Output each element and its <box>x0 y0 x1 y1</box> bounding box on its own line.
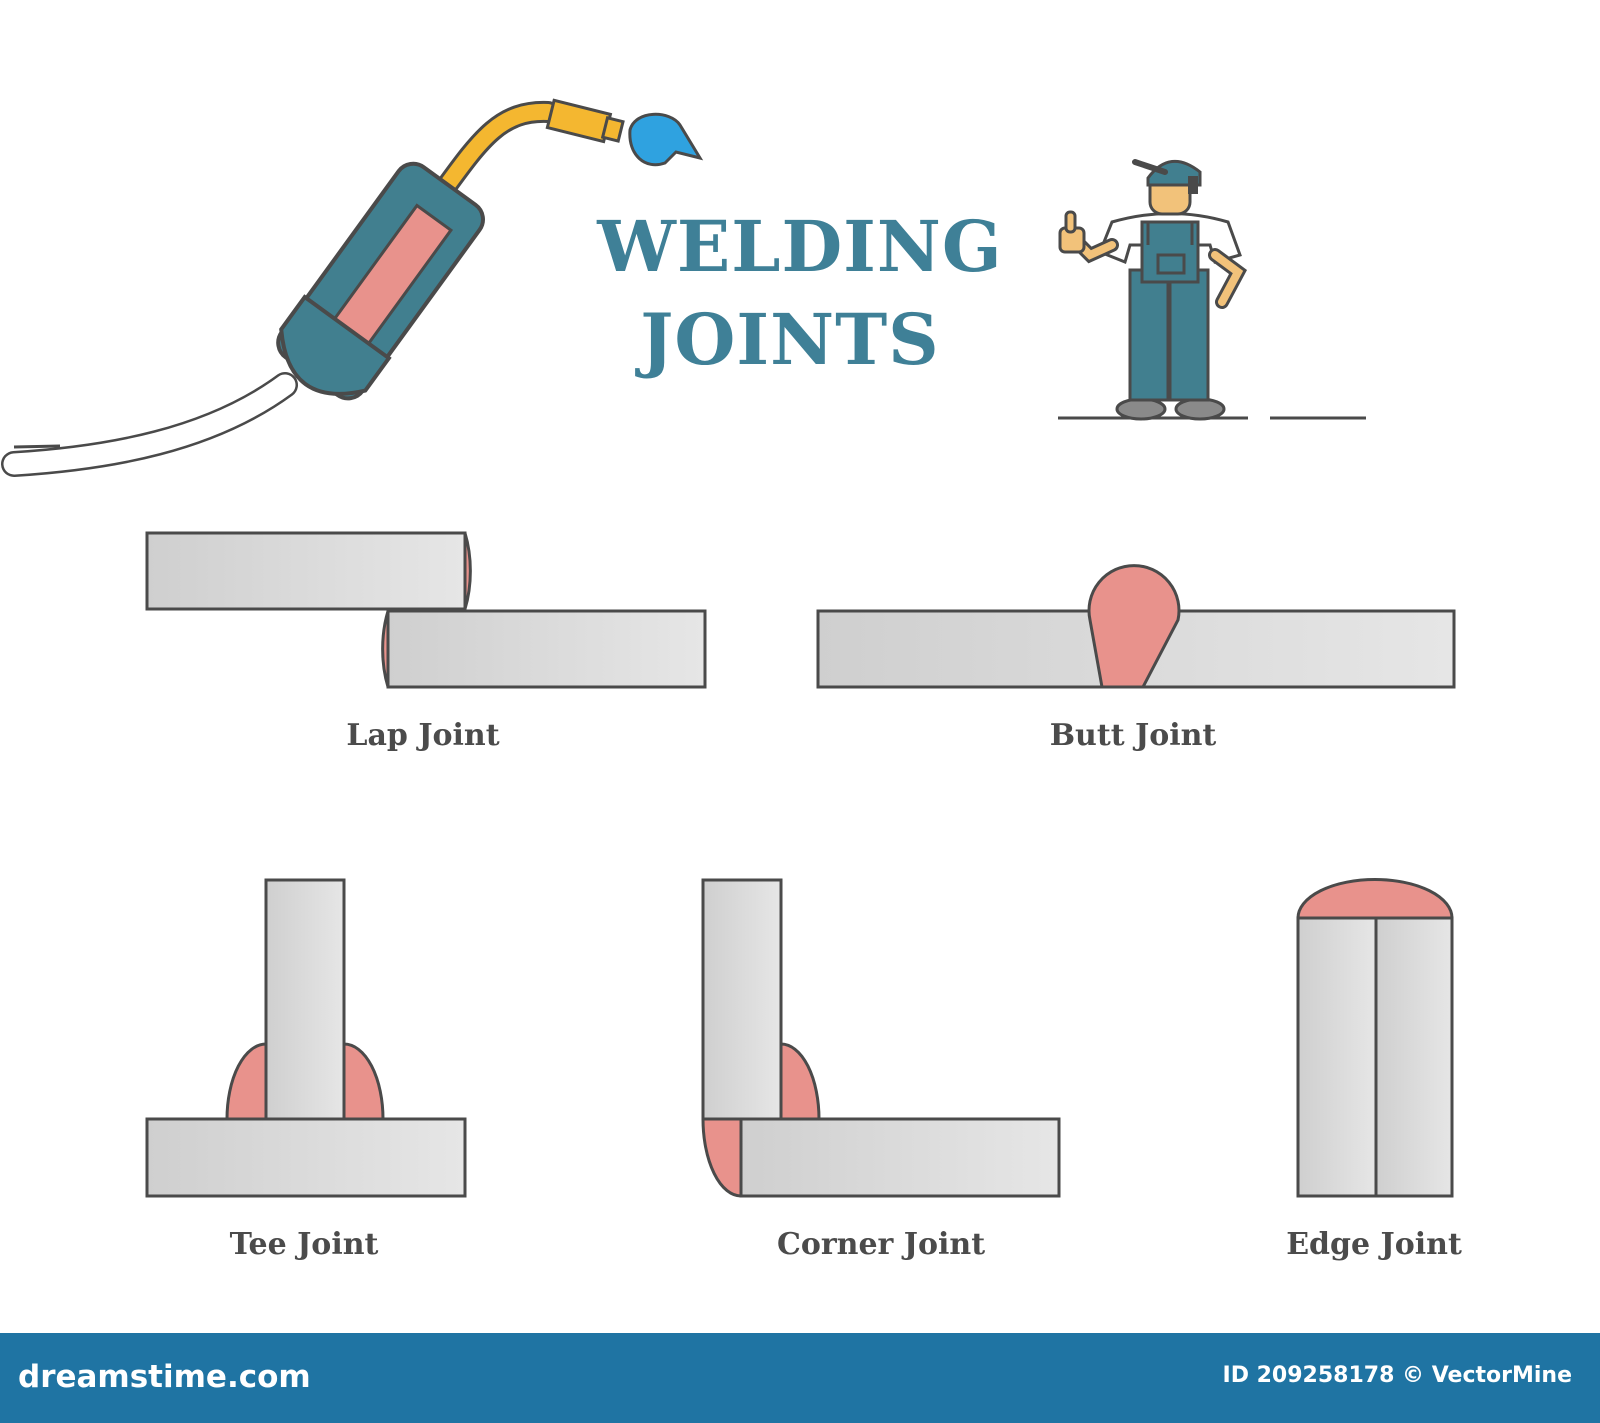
corner-joint-label: Corner Joint <box>776 1227 986 1262</box>
title-line-1: WELDING <box>597 205 1003 288</box>
tee-joint-label: Tee Joint <box>229 1227 379 1262</box>
butt-joint-label: Butt Joint <box>1049 718 1217 753</box>
lap-joint-label: Lap Joint <box>346 718 500 753</box>
edge-joint-label: Edge Joint <box>1286 1227 1462 1262</box>
corner-joint-diagram <box>701 878 1061 1198</box>
edge-joint-diagram <box>1296 878 1454 1198</box>
welding-torch-icon <box>1 98 704 477</box>
footer-brand[interactable]: dreamstime.com <box>18 1359 311 1395</box>
footer-bar: dreamstime.com ID 209258178 © VectorMine <box>0 1333 1600 1423</box>
butt-joint-diagram <box>816 564 1456 689</box>
welder-worker-icon <box>1058 159 1366 421</box>
welding-joints-diagram <box>1 98 1456 1198</box>
footer-stock-id: ID 209258178 © VectorMine <box>1222 1363 1572 1388</box>
lap-joint-diagram <box>145 531 707 689</box>
title-line-2: JOINTS <box>640 298 940 381</box>
tee-joint-diagram <box>145 878 467 1198</box>
